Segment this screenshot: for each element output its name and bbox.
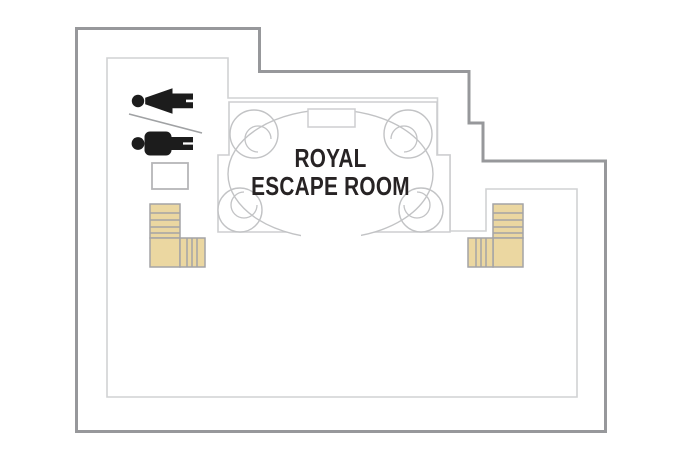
room-label: ROYAL ESCAPE ROOM bbox=[234, 144, 427, 200]
mens-restroom-icon bbox=[131, 131, 193, 156]
restrooms-group bbox=[128, 88, 203, 156]
right-stairs-icon bbox=[467, 203, 524, 268]
left-stairs-icon bbox=[149, 203, 206, 268]
utility-box bbox=[151, 162, 189, 190]
womens-restroom-icon bbox=[131, 88, 193, 114]
escape-room-entrance-gap bbox=[301, 228, 361, 247]
restroom-divider-line bbox=[128, 113, 203, 134]
room-label-line1: ROYAL bbox=[294, 143, 367, 173]
escape-room-door bbox=[307, 108, 356, 128]
corner-swirl-arcs bbox=[230, 125, 431, 219]
escape-room-shape bbox=[218, 109, 443, 239]
room-label-line2: ESCAPE ROOM bbox=[251, 171, 410, 201]
